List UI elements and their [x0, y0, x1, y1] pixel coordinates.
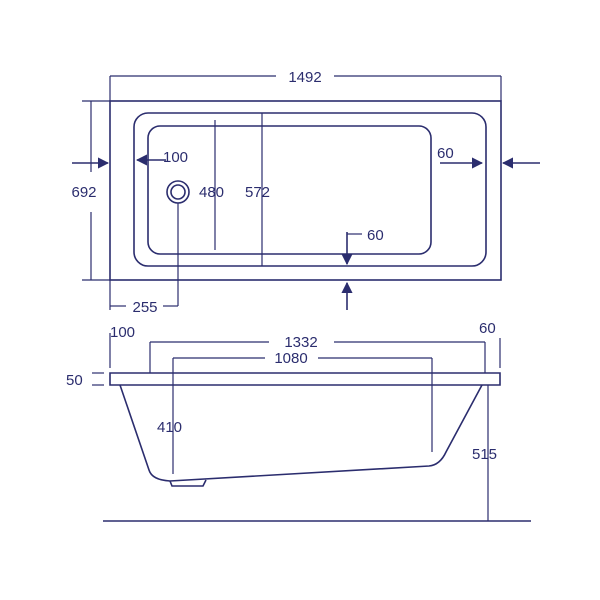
plan-waste-outlet [166, 180, 190, 204]
side-body-outline [119, 384, 483, 482]
plan-basin [147, 125, 432, 255]
label-inner-depth: 410 [157, 419, 182, 436]
side-foot [169, 479, 207, 487]
label-overall-height: 515 [472, 446, 497, 463]
label-rim-thickness: 50 [66, 372, 83, 389]
label-plan-rim-right: 60 [437, 145, 454, 162]
side-rim [109, 372, 501, 386]
dim-line-overall-length [109, 75, 502, 101]
dim-line-overall-width [82, 100, 110, 281]
label-overall-width: 692 [71, 184, 96, 201]
label-inner-width-b: 572 [245, 184, 270, 201]
label-top-length: 1332 [284, 334, 317, 351]
label-plan-rim-left: 100 [163, 149, 188, 166]
label-inner-width-a: 480 [199, 184, 224, 201]
dim-line-top-length [149, 341, 486, 373]
label-side-rim-right: 60 [479, 320, 496, 337]
label-bottom-length: 1080 [274, 350, 307, 367]
label-overall-length: 1492 [288, 69, 321, 86]
label-waste-offset: 255 [132, 299, 157, 316]
label-side-rim-left: 100 [110, 324, 135, 341]
dim-line-bottom-length [172, 357, 433, 373]
plan-inner-shell [133, 112, 487, 267]
label-plan-rim-bottom: 60 [367, 227, 384, 244]
plan-outer-rim [109, 100, 502, 281]
dim-line-waste-offset [109, 203, 179, 310]
dim-line-rim-thickness [92, 372, 104, 386]
